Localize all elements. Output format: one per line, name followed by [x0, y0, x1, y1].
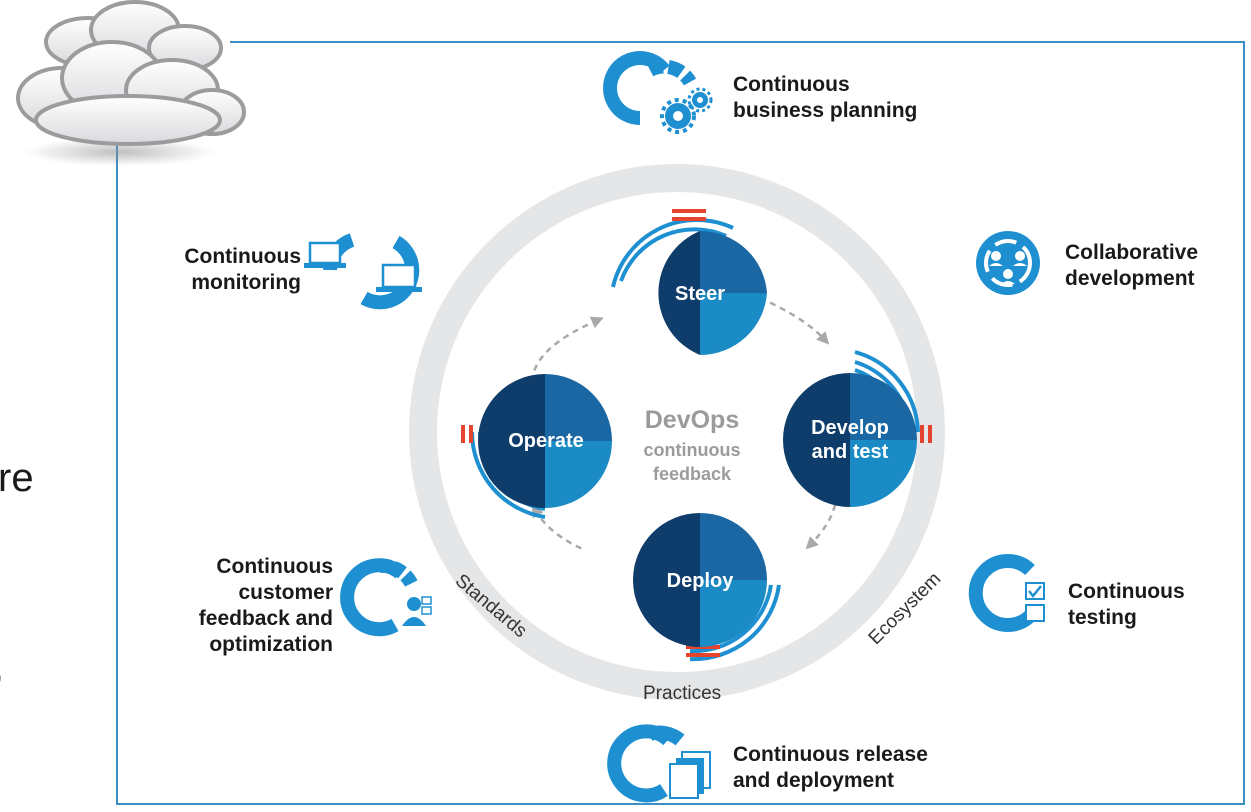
ring-word-standards: Standards — [451, 570, 531, 642]
business-planning-icon — [603, 51, 713, 134]
center-title: DevOps — [645, 406, 739, 434]
monitoring-line2: monitoring — [191, 271, 301, 294]
customer-line4: optimization — [209, 633, 333, 656]
frame-border — [116, 41, 1245, 805]
customer-line1: Continuous — [216, 555, 333, 578]
business-planning-line2: business planning — [733, 99, 918, 122]
label-collaborative-development: Collaborative development — [1065, 240, 1198, 292]
label-monitoring: Continuous monitoring — [184, 244, 301, 296]
release-line1: Continuous release — [733, 743, 928, 766]
stage-steer — [611, 209, 767, 356]
collaborative-line2: development — [1065, 267, 1195, 290]
monitoring-line1: Continuous — [184, 245, 301, 268]
testing-line2: testing — [1068, 606, 1137, 629]
customer-feedback-icon — [340, 558, 432, 637]
label-continuous-testing: Continuous testing — [1068, 579, 1185, 631]
stage-operate — [461, 374, 612, 519]
center-subtitle-line2: feedback — [653, 464, 732, 484]
stage-label-deploy: Deploy — [667, 570, 735, 592]
edge-text-fragment-1: re — [0, 456, 34, 500]
release-deployment-icon — [607, 724, 711, 803]
center-subtitle-line1: continuous — [644, 440, 741, 460]
collaborative-line1: Collaborative — [1065, 241, 1199, 264]
testing-line1: Continuous — [1068, 580, 1185, 603]
monitoring-icon — [304, 233, 422, 310]
ring-word-practices: Practices — [643, 683, 721, 704]
label-customer-feedback: Continuous customer feedback and optimiz… — [199, 554, 333, 658]
stage-label-steer: Steer — [675, 283, 725, 305]
stage-deploy — [633, 513, 781, 662]
customer-line2: customer — [238, 581, 333, 604]
stage-develop-and-test — [783, 350, 932, 507]
stage-label-operate: Operate — [508, 430, 584, 452]
stage-label-develop-line1: Develop — [811, 417, 889, 439]
label-business-planning: Continuous business planning — [733, 72, 917, 124]
edge-text-fragment-2: ’ — [0, 668, 3, 713]
release-line2: and deployment — [733, 769, 895, 792]
continuous-testing-icon — [968, 554, 1045, 632]
label-release-deployment: Continuous release and deployment — [733, 742, 928, 794]
stage-label-develop-line2: and test — [812, 441, 889, 463]
cloud-icon — [16, 0, 246, 166]
business-planning-line1: Continuous — [733, 73, 850, 96]
collaborative-development-icon — [976, 231, 1040, 295]
customer-line3: feedback and — [198, 607, 333, 630]
